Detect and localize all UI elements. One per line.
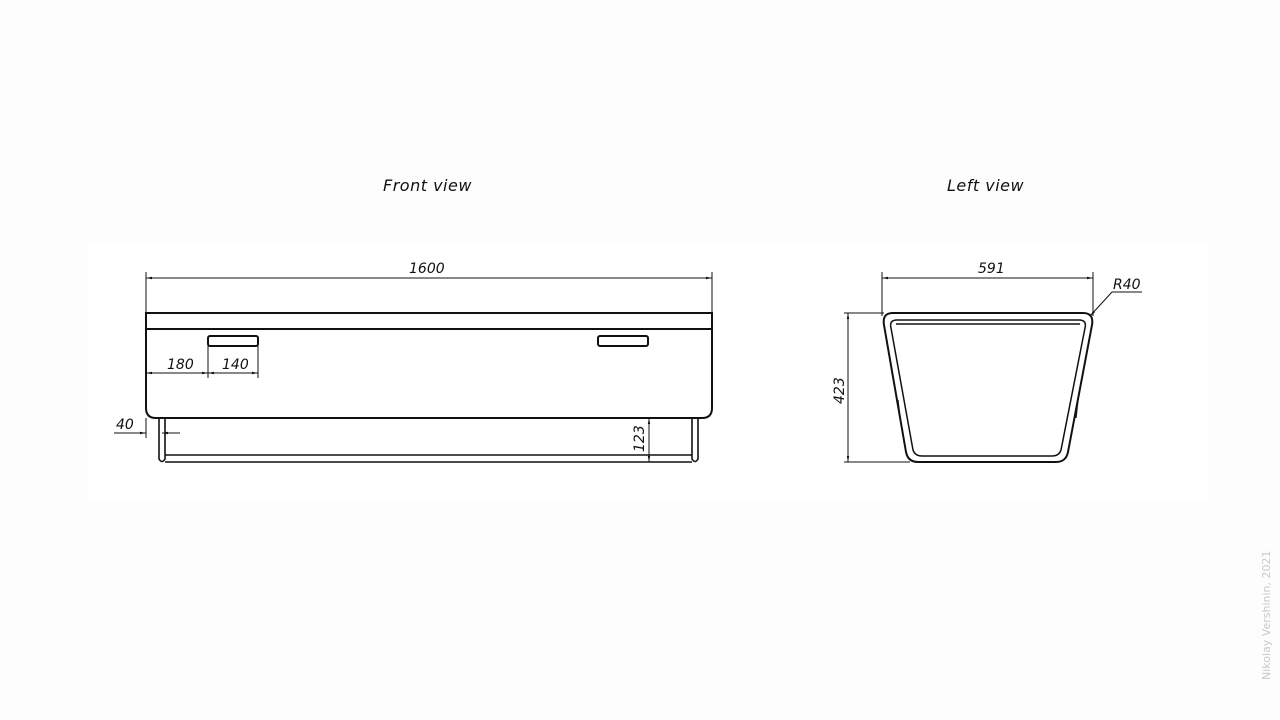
front-view-title: Front view xyxy=(383,176,472,195)
radius-leader xyxy=(1089,291,1113,317)
side-inner-outline xyxy=(889,319,1087,457)
bench-body-outline xyxy=(145,312,713,419)
author-watermark: Nikolay Vershinin, 2021 xyxy=(1260,550,1273,680)
dim-180-label: 180 xyxy=(167,357,194,373)
left-view-title: Left view xyxy=(947,176,1025,195)
dim-1600-label: 1600 xyxy=(409,261,445,277)
dim-140-label: 140 xyxy=(222,357,249,373)
dim-123-label: 123 xyxy=(632,425,648,452)
handle-left xyxy=(207,335,259,347)
handle-right xyxy=(597,335,649,347)
side-outer-outline xyxy=(882,312,1094,463)
dim-423-label: 423 xyxy=(832,377,848,404)
dim-591-label: 591 xyxy=(978,261,1005,277)
leg-left xyxy=(158,418,166,463)
leg-right xyxy=(691,418,699,463)
front-view xyxy=(114,272,713,463)
radius-label: R40 xyxy=(1113,277,1141,293)
left-view xyxy=(844,272,1142,463)
dim-40-label: 40 xyxy=(116,417,134,433)
